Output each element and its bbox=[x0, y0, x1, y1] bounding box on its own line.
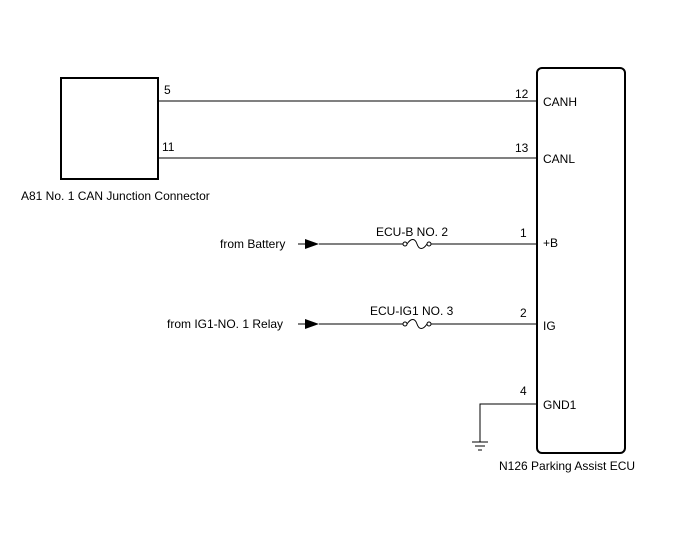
can-junction-connector-box bbox=[60, 77, 159, 180]
ecu-pin-canl-name: CANL bbox=[543, 152, 575, 166]
ig1-arrow-icon bbox=[305, 319, 319, 329]
ground-icon bbox=[472, 441, 488, 451]
can-junction-connector-label: A81 No. 1 CAN Junction Connector bbox=[21, 189, 210, 203]
fuse-ecu-ig1-terminal-left bbox=[402, 321, 408, 327]
fuse-ecu-ig1-icon bbox=[406, 319, 428, 329]
ecu-pin-4-number: 4 bbox=[520, 384, 527, 398]
fuse-ecu-ig1-label: ECU-IG1 NO. 3 bbox=[370, 304, 454, 318]
ecu-pin-1-number: 1 bbox=[520, 226, 527, 240]
fuse-ecu-b-icon bbox=[406, 239, 428, 249]
ecu-pin-ig-name: IG bbox=[543, 319, 556, 333]
ecu-pin-12-number: 12 bbox=[515, 87, 529, 101]
ecu-pin-plus-b-name: +B bbox=[543, 236, 558, 250]
fuse-ecu-b-terminal-left bbox=[402, 241, 408, 247]
ecu-pin-canh-name: CANH bbox=[543, 95, 577, 109]
ig1-relay-source-label: from IG1-NO. 1 Relay bbox=[167, 317, 283, 331]
battery-source-label: from Battery bbox=[220, 237, 285, 251]
ecu-pin-2-number: 2 bbox=[520, 306, 527, 320]
battery-arrow-icon bbox=[305, 239, 319, 249]
ground-wire bbox=[479, 403, 537, 442]
parking-assist-ecu-label: N126 Parking Assist ECU bbox=[499, 459, 635, 473]
connector-pin-canl-number: 11 bbox=[162, 140, 175, 154]
fuse-ecu-ig1-terminal-right bbox=[426, 321, 432, 327]
fuse-ecu-b-terminal-right bbox=[426, 241, 432, 247]
ecu-pin-gnd1-name: GND1 bbox=[543, 398, 577, 412]
parking-assist-ecu-box bbox=[536, 67, 626, 454]
connector-pin-canh-number: 5 bbox=[164, 83, 171, 97]
fuse-ecu-b-label: ECU-B NO. 2 bbox=[376, 225, 448, 239]
ecu-pin-13-number: 13 bbox=[515, 141, 529, 155]
